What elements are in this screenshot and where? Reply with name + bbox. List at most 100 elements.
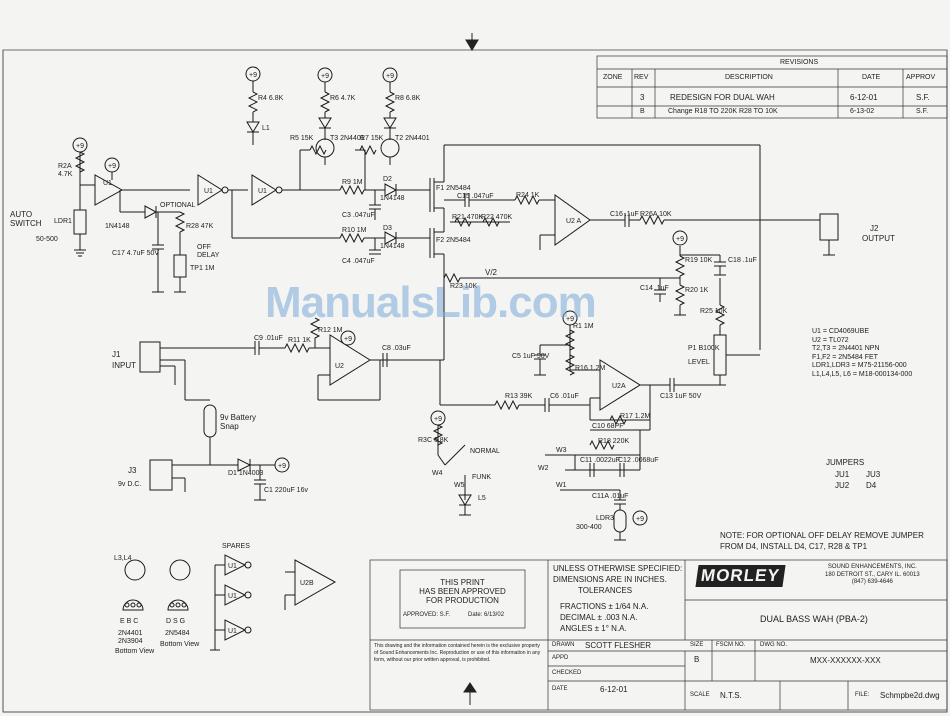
- fscm-label: FSCM NO.: [716, 642, 746, 648]
- label-r23: R23 10K: [450, 283, 478, 290]
- approval-line-3: FOR PRODUCTION: [426, 596, 499, 605]
- label-d3: D3: [383, 225, 392, 232]
- label-l3: L3,L4: [114, 555, 132, 562]
- label-c6: C6 .01uF: [550, 393, 579, 400]
- label-w2: W2: [538, 465, 549, 472]
- jumpers-title: JUMPERS: [826, 458, 865, 467]
- rev-row1-date: 6-12-01: [850, 93, 878, 102]
- flag-text-5: +9: [386, 73, 394, 80]
- spec-line-1: UNLESS OTHERWISE SPECIFIED:: [553, 564, 683, 573]
- part-label-2: 2N5484: [165, 630, 190, 637]
- label-d2: D2: [383, 176, 392, 183]
- rev-row1-appr: S.F.: [916, 93, 930, 102]
- parts-list-line: F1,F2 = 2N5484 FET: [812, 353, 878, 361]
- label-t3: T3 2N4401: [330, 135, 365, 142]
- label-r3c: R3C 6.8K: [418, 437, 449, 444]
- parts-list: U1 = CD4069UBE U2 = TL072 T2,T3 = 2N4401…: [812, 328, 912, 379]
- pins-label-2: D S G: [166, 618, 186, 625]
- company-phone: (847) 639-4646: [851, 579, 893, 585]
- company-name: SOUND ENHANCEMENTS, INC.: [827, 564, 917, 570]
- vhalf-label: V/2: [485, 268, 498, 277]
- morley-logo: MORLEY: [695, 565, 786, 587]
- scale-value: N.T.S.: [720, 691, 742, 700]
- label-r17: R17 1.2M: [620, 413, 651, 420]
- rev-header-approv: APPROV: [906, 74, 936, 81]
- label-r8: R8 6.8K: [395, 95, 421, 102]
- file-value: Schmpbe2d.dwg: [880, 691, 940, 700]
- label-r24: R24 1K: [516, 192, 540, 199]
- appd-label: APPD: [552, 655, 569, 661]
- rev-row2-appr: S.F.: [916, 108, 929, 115]
- rev-header-date: DATE: [862, 74, 881, 81]
- part-label-1: 2N4401 2N3904: [118, 630, 143, 645]
- tol-angles: ANGLES ± 1° N.A.: [560, 624, 627, 633]
- power-flag-text: +9 +9 +9 +9 +9 +9 +9 +9 +9 +9 +9: [76, 72, 684, 523]
- approval-stamp: THIS PRINT HAS BEEN APPROVED FOR PRODUCT…: [400, 578, 525, 605]
- flag-text-1: +9: [76, 143, 84, 150]
- scale-label: SCALE: [690, 692, 710, 698]
- j2-label: J2: [870, 224, 879, 233]
- label-r26a: R26A 10K: [640, 211, 672, 218]
- label-w3: W3: [556, 447, 567, 454]
- label-r21: R21 470K: [452, 214, 483, 221]
- output-label: OUTPUT: [862, 234, 895, 243]
- revisions-title: REVISIONS: [780, 59, 819, 66]
- label-r25: R25 10K: [700, 308, 728, 315]
- jumper-ju2: JU2: [835, 481, 850, 490]
- date-label: DATE: [552, 686, 568, 692]
- label-u1a: U1: [103, 180, 112, 187]
- label-c16: C16 .1uF: [610, 211, 639, 218]
- label-r2a: R2A: [58, 163, 72, 170]
- label-d3-val: 1N4148: [380, 243, 405, 250]
- label-p1: P1 B100K: [688, 345, 720, 352]
- label-c9: C9 .01uF: [254, 335, 283, 342]
- label-l5: L5: [478, 495, 486, 502]
- bottom-view-1: Bottom View: [115, 648, 155, 655]
- label-w4: W4: [432, 470, 443, 477]
- revisions-table: [596, 55, 948, 119]
- label-u2b: U2B: [300, 580, 314, 587]
- label-r6: R6 4.7K: [330, 95, 356, 102]
- watermark: ManualsLib.com: [265, 278, 597, 327]
- company-info: SOUND ENHANCEMENTS, INC. 180 DETROIT ST.…: [825, 564, 920, 587]
- ldr3-range-label: 300-400: [576, 524, 602, 531]
- label-c13: C13 1uF 50V: [660, 393, 702, 400]
- label-r13: R13 39K: [505, 393, 533, 400]
- level-label: LEVEL: [688, 359, 710, 366]
- label-d1-dc: D1 1N4003: [228, 470, 264, 477]
- label-r7: R7 15K: [360, 135, 384, 142]
- label-r10: R10 1M: [342, 227, 367, 234]
- rev-row2-date: 6-13-02: [850, 108, 875, 115]
- label-c11a: C11A .01uF: [592, 493, 628, 500]
- component-labels: R2A 4.7K U1 U1 U1 R4 6.8K L1 R6 4.7K R8 …: [54, 95, 757, 635]
- label-c18: C18 .1uF: [728, 257, 757, 264]
- rev-row1-rev: 3: [640, 93, 645, 102]
- label-c17: C17 4.7uF 50V: [112, 250, 159, 257]
- company-address: 180 DETROIT ST., CARY IL. 60013: [825, 571, 920, 578]
- label-r1: R1 1M: [573, 323, 594, 330]
- label-spare-u1a: U1: [228, 563, 237, 570]
- funk-label: FUNK: [472, 474, 492, 481]
- label-r2a-val: 4.7K: [58, 171, 73, 178]
- optional-note: NOTE: FOR OPTIONAL OFF DELAY REMOVE JUMP…: [720, 531, 924, 551]
- flag-text-6: +9: [676, 236, 684, 243]
- label-r12: R12 1M: [318, 327, 343, 334]
- auto-switch-label: AUTO SWITCH: [10, 210, 42, 228]
- label-u1b: U1: [204, 188, 213, 195]
- label-c1: C1 220uF 16v: [264, 487, 308, 494]
- approval-date: Date: 6/13/02: [468, 612, 505, 618]
- top-center-arrow: [465, 33, 479, 51]
- label-spare-u1b: U1: [228, 593, 237, 600]
- pins-label-1: E B C: [120, 618, 139, 625]
- disclaimer: This drawing and the information contain…: [374, 643, 541, 663]
- label-u1c: U1: [258, 188, 267, 195]
- optional-label: OPTIONAL: [160, 202, 196, 209]
- rev-header-desc: DESCRIPTION: [725, 74, 773, 81]
- wiring: [73, 80, 839, 651]
- label-c14: C14 .1uF: [640, 285, 669, 292]
- flag-text-7: +9: [344, 336, 352, 343]
- flag-text-2: +9: [108, 163, 116, 170]
- label-w5: W5: [454, 482, 465, 489]
